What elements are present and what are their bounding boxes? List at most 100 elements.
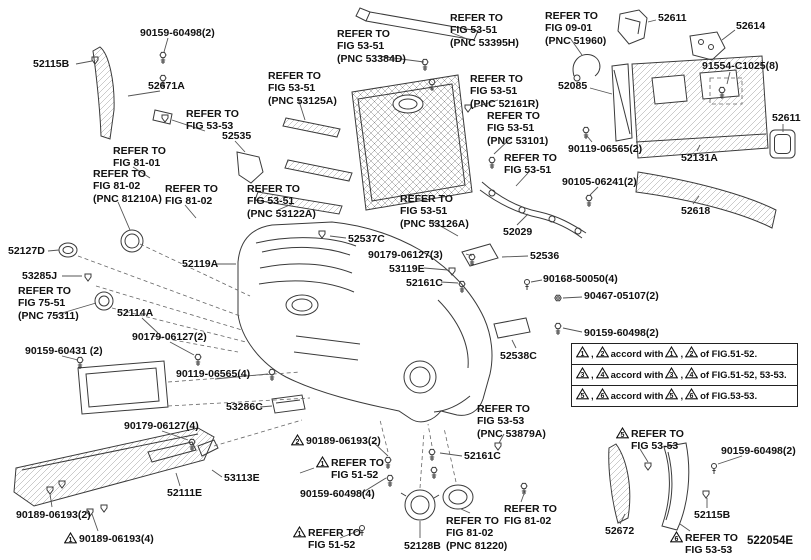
part-number-90179-06127-3: 90179-06127(3) xyxy=(368,249,443,261)
warning-triangle-2-icon: 2 xyxy=(595,345,609,361)
refer-note-fig-09-01-pnc-51960: REFER TO FIG 09-01 (PNC 51960) xyxy=(545,10,606,47)
part-number-52119a: 52119A xyxy=(182,258,218,270)
legend-text: , xyxy=(680,348,684,360)
part-label-text: 52537C xyxy=(348,233,385,245)
part-harness-52029 xyxy=(479,181,587,239)
part-label-text: 90159-60498(2) xyxy=(584,327,659,339)
part-number-53286c: 53286C xyxy=(226,401,263,413)
legend-text: accord with xyxy=(610,369,664,381)
svg-text:3: 3 xyxy=(581,372,585,379)
part-label-text: 52115B xyxy=(694,509,731,521)
part-label-text: 52611 xyxy=(772,112,801,124)
svg-text:1: 1 xyxy=(670,351,674,358)
part-filler-strip-lower xyxy=(254,191,343,215)
warning-triangle-3-icon: 3 xyxy=(575,366,590,382)
part-label-text: REFER TO FIG 75-51 (PNC 75311) xyxy=(18,285,79,322)
warning-triangle-5-icon: 5 xyxy=(575,387,590,403)
part-number-52111e: 52111E xyxy=(167,487,202,499)
part-number-90159-60498-bottom-right: 90159-60498(2) xyxy=(721,445,796,457)
legend-text: of FIG.51-52. xyxy=(700,348,758,360)
part-number-52029: 52029 xyxy=(503,226,532,238)
part-label-text: 52161C xyxy=(464,450,501,462)
legend-text: accord with xyxy=(610,390,664,402)
part-number-53285j: 53285J xyxy=(22,270,57,282)
part-label-text: 52538C xyxy=(500,350,537,362)
part-piece-53113e xyxy=(197,439,219,457)
part-number-90467-05107: 90467-05107(2) xyxy=(584,290,659,302)
part-pad-53286c xyxy=(271,394,306,414)
svg-text:2: 2 xyxy=(600,351,604,358)
part-label-text: 53113E xyxy=(224,472,260,484)
part-label-text: REFER TO FIG 81-02 (PNC 81210A) xyxy=(93,168,162,205)
part-stay-52085 xyxy=(611,63,633,142)
part-number-52131a: 52131A xyxy=(681,152,718,164)
warning-triangle-1-icon: 1 xyxy=(63,531,78,547)
part-label-text: REFER TO FIG 53-51 (PNC 53126A) xyxy=(400,193,469,230)
fastener-nut xyxy=(554,294,562,302)
part-label-text: 90189-06193(4) xyxy=(79,533,154,545)
part-label-text: REFER TO FIG 81-02 xyxy=(504,503,557,528)
part-number-52535: 52535 xyxy=(222,130,251,142)
part-label-text: 90189-06193(2) xyxy=(306,435,381,447)
part-label-text: 52611 xyxy=(658,12,687,24)
part-number-53113e: 53113E xyxy=(224,472,260,484)
warning-triangle-5-icon: 5 xyxy=(615,426,630,442)
part-number-52128b: 52128B xyxy=(404,540,441,552)
part-reinforcement-52618 xyxy=(635,171,777,229)
part-label-text: REFER TO FIG 53-51 (PNC 53395H) xyxy=(450,12,519,49)
warning-triangle-5-icon: 5 xyxy=(665,387,679,403)
part-label-text: 90179-06127(2) xyxy=(132,331,207,343)
svg-text:6: 6 xyxy=(690,393,694,400)
svg-text:6: 6 xyxy=(600,393,604,400)
warning-triangle-1-icon: 1 xyxy=(575,345,590,361)
part-number-52537c: 52537C xyxy=(348,233,385,245)
part-label-text: 52535 xyxy=(222,130,252,142)
part-retainer-52111e xyxy=(147,441,197,463)
legend-text: , xyxy=(591,369,594,381)
svg-text:5: 5 xyxy=(581,393,585,400)
part-label-text: 52671A xyxy=(148,80,185,92)
part-cap-81210a xyxy=(120,229,144,253)
refer-note-fig-53-51-pnc-53101: REFER TO FIG 53-51 (PNC 53101) xyxy=(487,110,548,147)
part-radiator-grille xyxy=(351,74,473,211)
part-number-53119e: 53119E xyxy=(389,263,425,275)
part-number-52115b-top-left: 52115B xyxy=(33,58,69,70)
part-grommet-52127d xyxy=(58,242,78,258)
refer-note-fig-75-51-pnc-75311: REFER TO FIG 75-51 (PNC 75311) xyxy=(18,285,79,322)
part-number-52536: 52536 xyxy=(530,250,559,262)
part-label-text: REFER TO FIG 53-51 (PNC 53384D) xyxy=(337,28,406,65)
part-label-text: REFER TO FIG 53-53 (PNC 53879A) xyxy=(477,403,546,440)
part-label-text: 90189-06193(2) xyxy=(16,509,91,521)
part-label-text: 52115B xyxy=(33,58,70,70)
part-label-text: REFER TO FIG 53-53 xyxy=(685,532,738,557)
part-label-text: 52131A xyxy=(681,152,718,164)
svg-text:1: 1 xyxy=(69,537,73,544)
part-label-text: REFER TO FIG 09-01 (PNC 51960) xyxy=(545,10,607,47)
part-number-52611-top: 52611 xyxy=(658,12,687,24)
part-side-retainer-left xyxy=(92,46,115,140)
part-label-text: 52085 xyxy=(558,80,588,92)
warning-triangle-6-icon: 6 xyxy=(684,387,699,403)
refer-note-fig-53-53-top-left: REFER TO FIG 53-53 xyxy=(186,108,239,133)
part-number-90179-06127-4: 90179-06127(4) xyxy=(124,420,199,432)
part-bracket-52538c xyxy=(493,317,531,339)
part-number-52611-right: 52611 xyxy=(772,112,801,124)
refer-note-fig-81-02-pnc-81220: REFER TO FIG 81-02 (PNC 81220) xyxy=(446,515,507,552)
part-label-text: 90179-06127(3) xyxy=(368,249,443,261)
warning-triangle-6-icon: 6 xyxy=(669,530,684,546)
part-number-52115b-bottom-right: 52115B xyxy=(694,509,730,521)
part-fog-lamp-52128b xyxy=(400,489,440,521)
warning-triangle-4-icon: 4 xyxy=(595,366,609,382)
part-label-text: REFER TO FIG 53-53 xyxy=(631,428,684,453)
part-label-text: 90168-50050(4) xyxy=(543,273,618,285)
part-side-support-52672 xyxy=(608,443,631,524)
warning-triangle-1-icon: 1 xyxy=(665,345,679,361)
part-number-52161c-mid: 52161C xyxy=(406,277,443,289)
svg-text:1: 1 xyxy=(581,351,585,358)
